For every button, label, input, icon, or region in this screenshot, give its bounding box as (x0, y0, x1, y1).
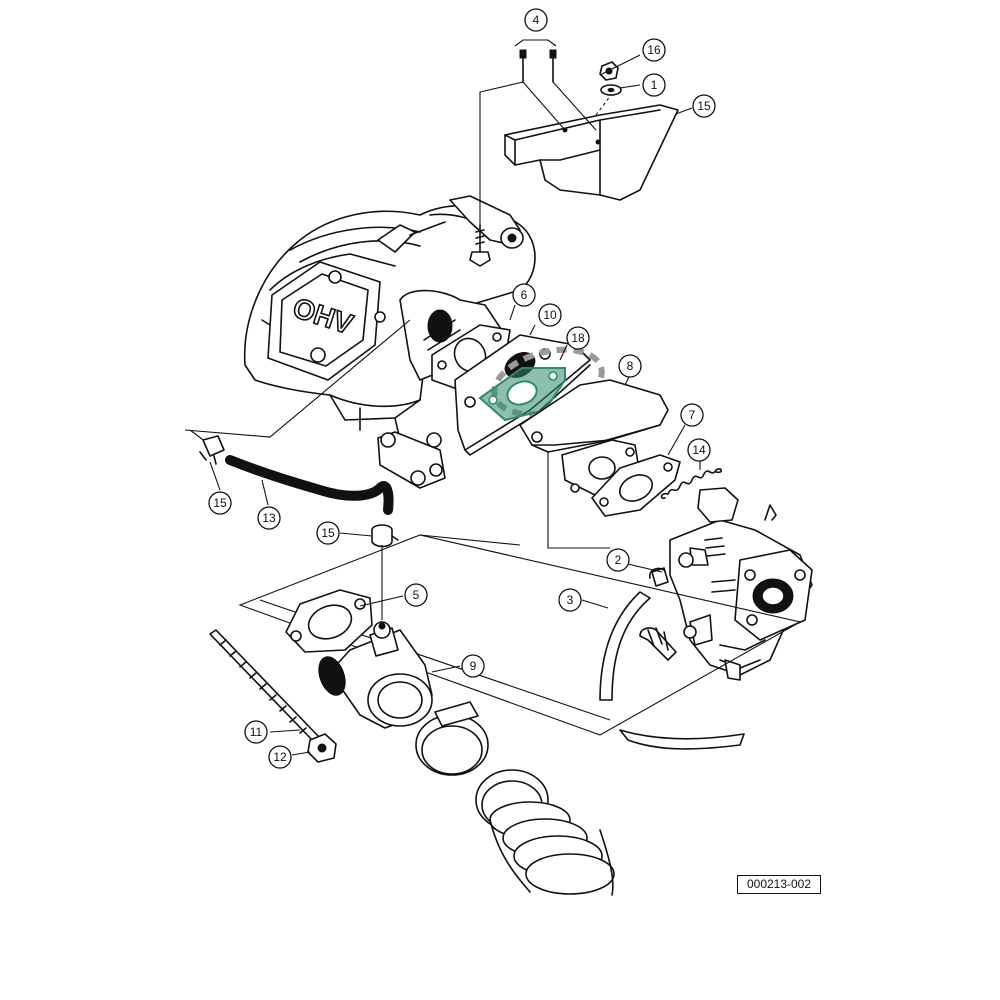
bolt (469, 224, 491, 267)
callout-16: 15 (692, 94, 716, 118)
callout-12: 12 (268, 745, 292, 769)
duct-clamp-upper (415, 701, 489, 776)
callout-17: 16 (642, 38, 666, 62)
callout-6: 6 (512, 283, 536, 307)
svg-text:16: 16 (647, 43, 661, 57)
clamp-part-15-lower (371, 524, 399, 548)
svg-text:3: 3 (567, 593, 574, 607)
clamp-part-2 (648, 567, 669, 587)
callout-9: 9 (461, 654, 485, 678)
svg-text:7: 7 (689, 408, 696, 422)
callout-5: 5 (404, 583, 428, 607)
svg-text:15: 15 (213, 496, 227, 510)
callout-15-lower: 15 (316, 521, 340, 545)
svg-text:4: 4 (533, 13, 540, 27)
callout-4: 4 (524, 8, 548, 32)
callout-13: 13 (257, 506, 281, 530)
nut-part-12 (307, 733, 337, 763)
callout-2: 2 (606, 548, 630, 572)
air-intake-part-9 (318, 545, 433, 729)
svg-text:13: 13 (262, 511, 276, 525)
svg-text:15: 15 (697, 99, 711, 113)
carburetor-assembly (669, 487, 813, 681)
svg-text:6: 6 (521, 288, 528, 302)
washer-part-1 (600, 84, 622, 96)
intake-duct (489, 801, 615, 896)
fuel-hose-part-3 (599, 591, 677, 701)
svg-text:18: 18 (571, 331, 585, 345)
callout-14: 14 (687, 438, 711, 462)
cover-part-16 (504, 104, 679, 201)
clamp-part-15-upper (199, 435, 225, 465)
callout-1: 1 (642, 73, 666, 97)
svg-text:5: 5 (413, 588, 420, 602)
svg-text:14: 14 (692, 443, 706, 457)
svg-text:1: 1 (651, 78, 658, 92)
callout-11: 11 (244, 720, 268, 744)
svg-text:11: 11 (250, 725, 263, 739)
callout-8: 8 (618, 354, 642, 378)
hose-part-13 (225, 455, 394, 515)
svg-text:12: 12 (273, 750, 287, 764)
spring-part-14 (660, 468, 723, 500)
svg-text:8: 8 (627, 359, 634, 373)
figure-id-label: 000213-002 (737, 875, 821, 894)
svg-text:9: 9 (470, 659, 477, 673)
engine-block: OHV (243, 195, 536, 489)
callout-7: 7 (680, 403, 704, 427)
callout-15-upper: 15 (208, 491, 232, 515)
gasket-part-5 (285, 589, 373, 653)
callout-18: 18 (566, 326, 590, 350)
svg-text:10: 10 (543, 308, 557, 322)
screws-part-4 (514, 39, 557, 83)
gasket-part-7 (591, 454, 681, 517)
callout-10: 10 (538, 303, 562, 327)
svg-text:2: 2 (615, 553, 622, 567)
callout-3: 3 (558, 588, 582, 612)
svg-text:15: 15 (321, 526, 335, 540)
